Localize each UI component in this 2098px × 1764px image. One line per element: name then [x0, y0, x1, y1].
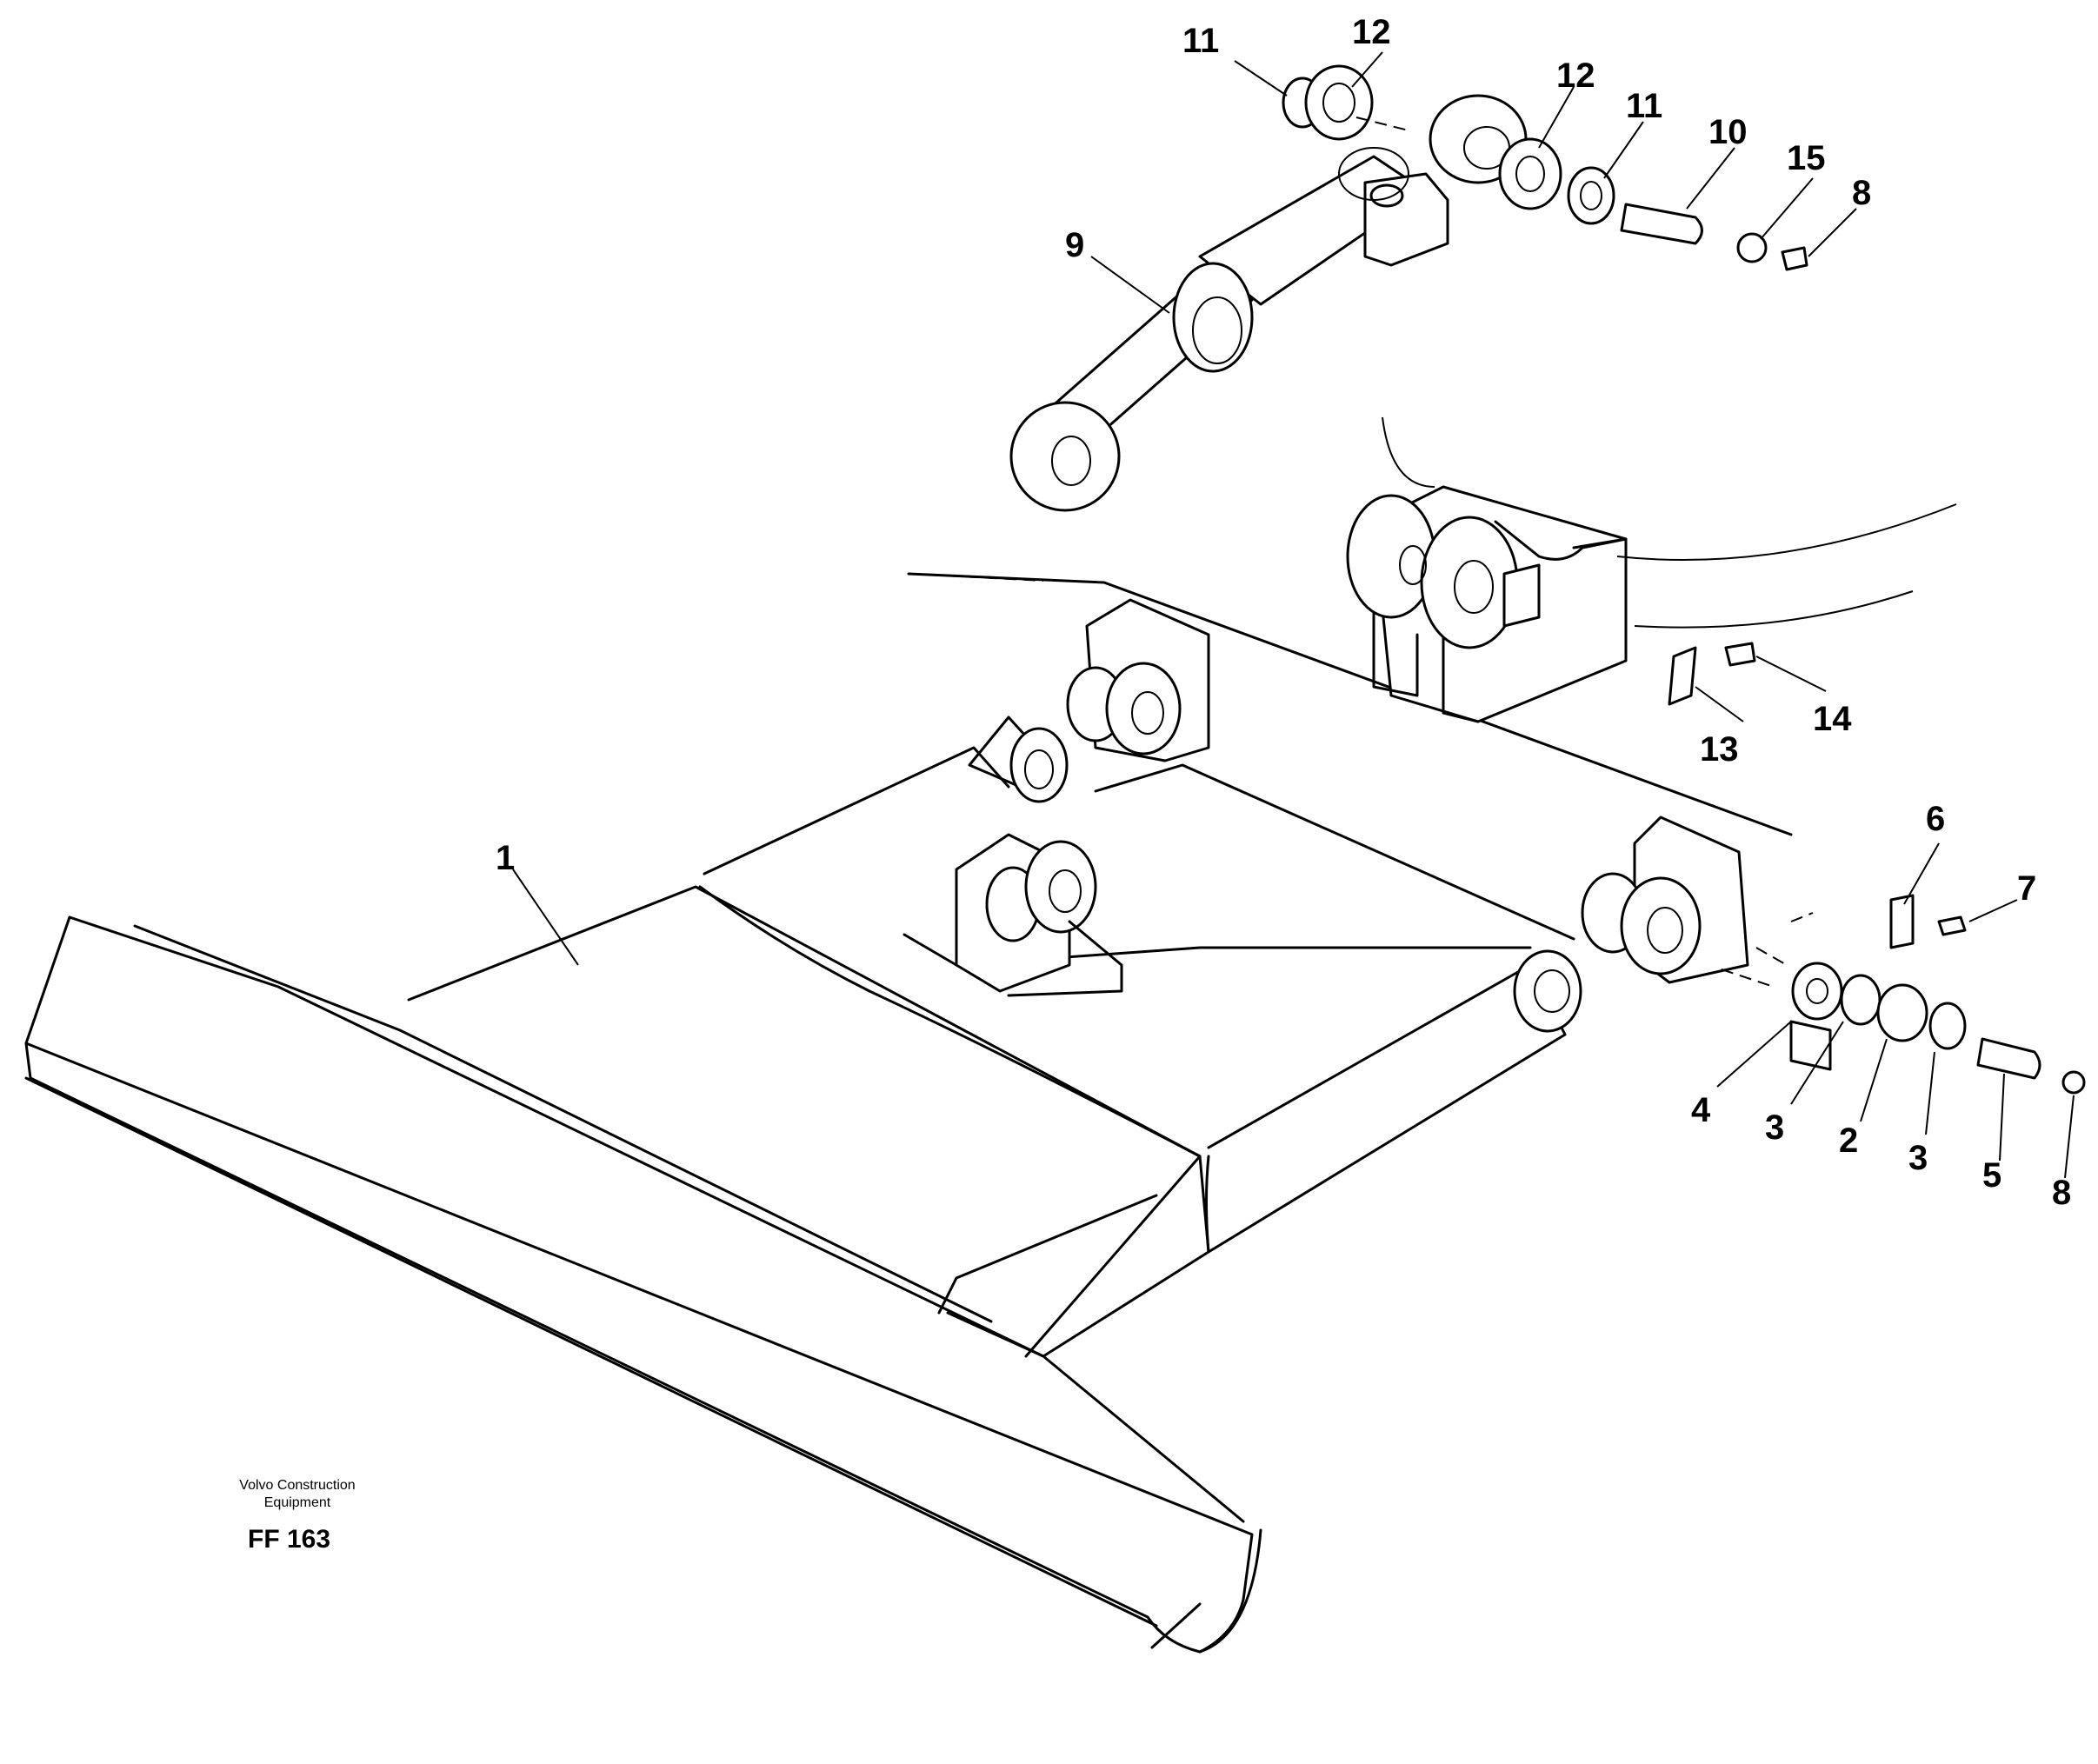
- callout-5: 5: [1982, 1156, 2001, 1195]
- callout-3-left: 3: [1765, 1108, 1784, 1147]
- callout-3-right: 3: [1908, 1139, 1928, 1177]
- frame-lug-right: [1468, 815, 1749, 1033]
- callout-1: 1: [496, 839, 515, 877]
- frame-lug-upper: [968, 598, 1210, 803]
- credit-line-2: Equipment: [264, 1495, 331, 1510]
- callout-11: 11: [1626, 87, 1662, 125]
- dozer-blade: [24, 915, 1262, 1654]
- callout-6: 6: [1926, 800, 1945, 838]
- credit-line-1: Volvo Construction: [239, 1478, 355, 1493]
- callout-8-top: 8: [1852, 174, 1871, 212]
- callout-13: 13: [1700, 730, 1739, 769]
- callout-2: 2: [1839, 1122, 1858, 1160]
- leader-lines: [512, 51, 2075, 1179]
- figure-code: FF 163: [248, 1525, 330, 1554]
- callout-12-top: 12: [1352, 13, 1391, 51]
- callout-15: 15: [1787, 139, 1826, 177]
- callout-9: 9: [1065, 226, 1084, 264]
- callout-8-bottom: 8: [2052, 1174, 2071, 1212]
- callout-12: 12: [1556, 57, 1595, 95]
- figure-credit: Volvo Construction Equipment FF 163: [239, 1478, 355, 1554]
- vehicle-mount-bracket: [1346, 416, 1957, 723]
- callout-4: 4: [1691, 1091, 1711, 1129]
- callout-7: 7: [2017, 869, 2036, 908]
- frame-lug-left: [955, 833, 1123, 997]
- callout-10: 10: [1708, 113, 1748, 151]
- upper-pin-set: [1282, 64, 1808, 271]
- callout-11-top: 11: [1182, 22, 1219, 60]
- hydraulic-cylinder: [1009, 94, 1528, 512]
- lower-pin-set: [1668, 642, 2086, 1095]
- callouts: 1 9 11 12 12 11 10 15 8 13 14 6 7 4 3 2 …: [496, 13, 2071, 1212]
- callout-14: 14: [1813, 700, 1852, 738]
